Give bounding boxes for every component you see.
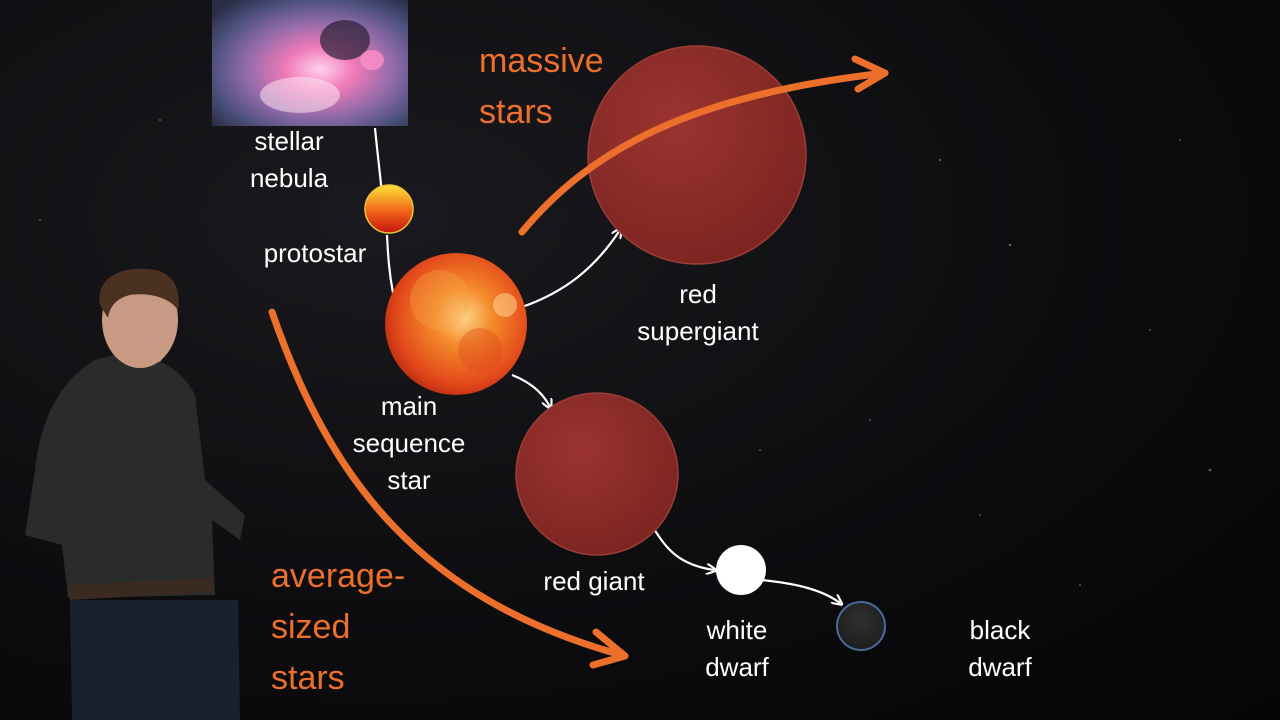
average-stars-arrowhead: [589, 628, 629, 669]
evolution-paths: [268, 55, 889, 669]
black-dwarf-body: [836, 601, 886, 651]
nebula-image: [212, 0, 408, 126]
protostar-body: [364, 184, 414, 234]
red-supergiant-body: [587, 45, 807, 265]
massive-stars-arrowhead: [851, 55, 889, 93]
label-massive-stars: massive stars: [479, 42, 604, 131]
presenter-figure: [25, 268, 245, 720]
label-protostar: protostar: [263, 238, 367, 268]
label-red-giant: red giant: [543, 566, 645, 596]
massive-stars-path: [518, 69, 889, 236]
red-giant-body: [515, 392, 679, 556]
background-stars: [39, 59, 1212, 586]
label-black-dwarf: black dwarf: [968, 615, 1032, 682]
label-stellar-nebula: stellar nebula: [249, 126, 329, 193]
label-main-sequence-star: main sequence star: [352, 391, 466, 495]
label-average-sized-stars: average- sized stars: [271, 557, 406, 697]
label-red-supergiant: red supergiant: [637, 279, 759, 346]
main-sequence-star-body: [385, 253, 527, 395]
label-white-dwarf: white dwarf: [705, 615, 769, 682]
average-stars-path: [268, 308, 629, 660]
white-dwarf-body: [716, 545, 766, 595]
